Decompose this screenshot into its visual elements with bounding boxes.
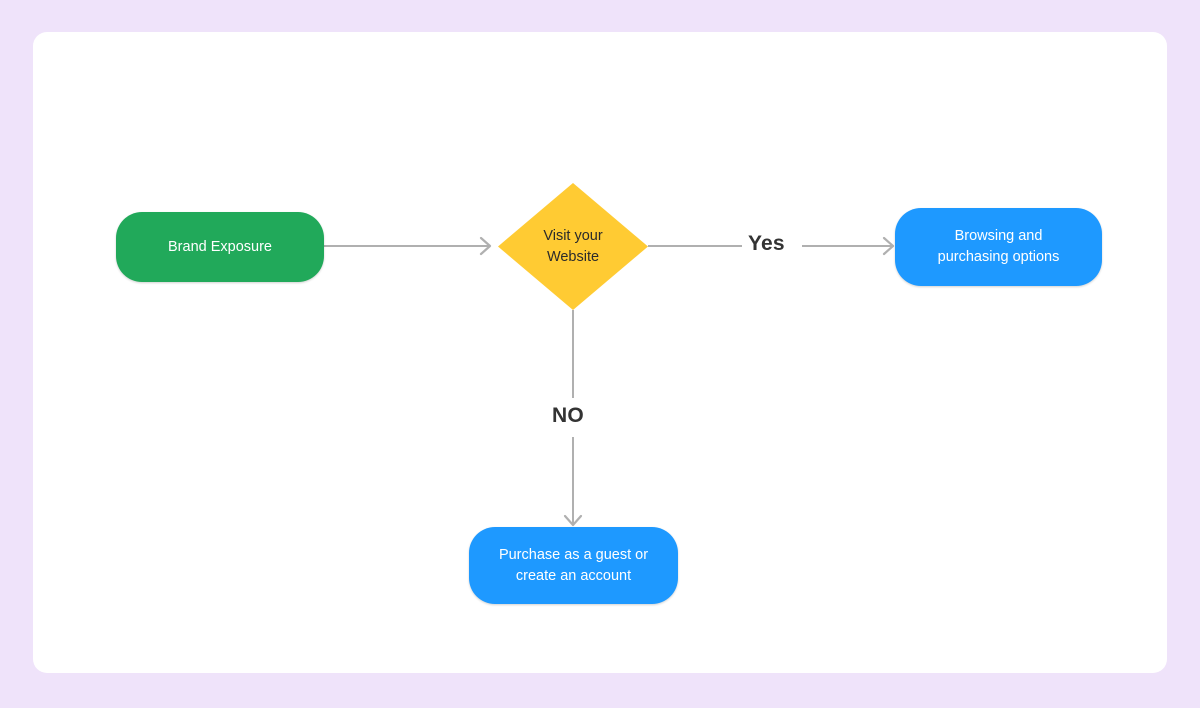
node-browsing-options[interactable]: Browsing and purchasing options bbox=[895, 208, 1102, 286]
node-purchase-guest-label: Purchase as a guest or create an account bbox=[498, 546, 649, 584]
edge-label-no: NO bbox=[552, 404, 584, 427]
edge-label-yes: Yes bbox=[748, 232, 785, 255]
node-brand-exposure[interactable]: Brand Exposure bbox=[116, 212, 324, 282]
node-brand-exposure-label: Brand Exposure bbox=[168, 238, 272, 255]
arrowhead-icon bbox=[479, 236, 492, 256]
node-browsing-options-label: Browsing and purchasing options bbox=[937, 228, 1060, 265]
edge-visit-to-purchase bbox=[563, 310, 583, 527]
arrowhead-icon bbox=[563, 514, 583, 527]
edge-brand-to-visit bbox=[324, 236, 492, 256]
edge-visit-to-browsing bbox=[648, 236, 895, 256]
arrowhead-icon bbox=[882, 236, 895, 256]
node-purchase-guest[interactable]: Purchase as a guest or create an account bbox=[469, 527, 678, 604]
node-visit-website-label: Visit your Website bbox=[543, 227, 603, 265]
